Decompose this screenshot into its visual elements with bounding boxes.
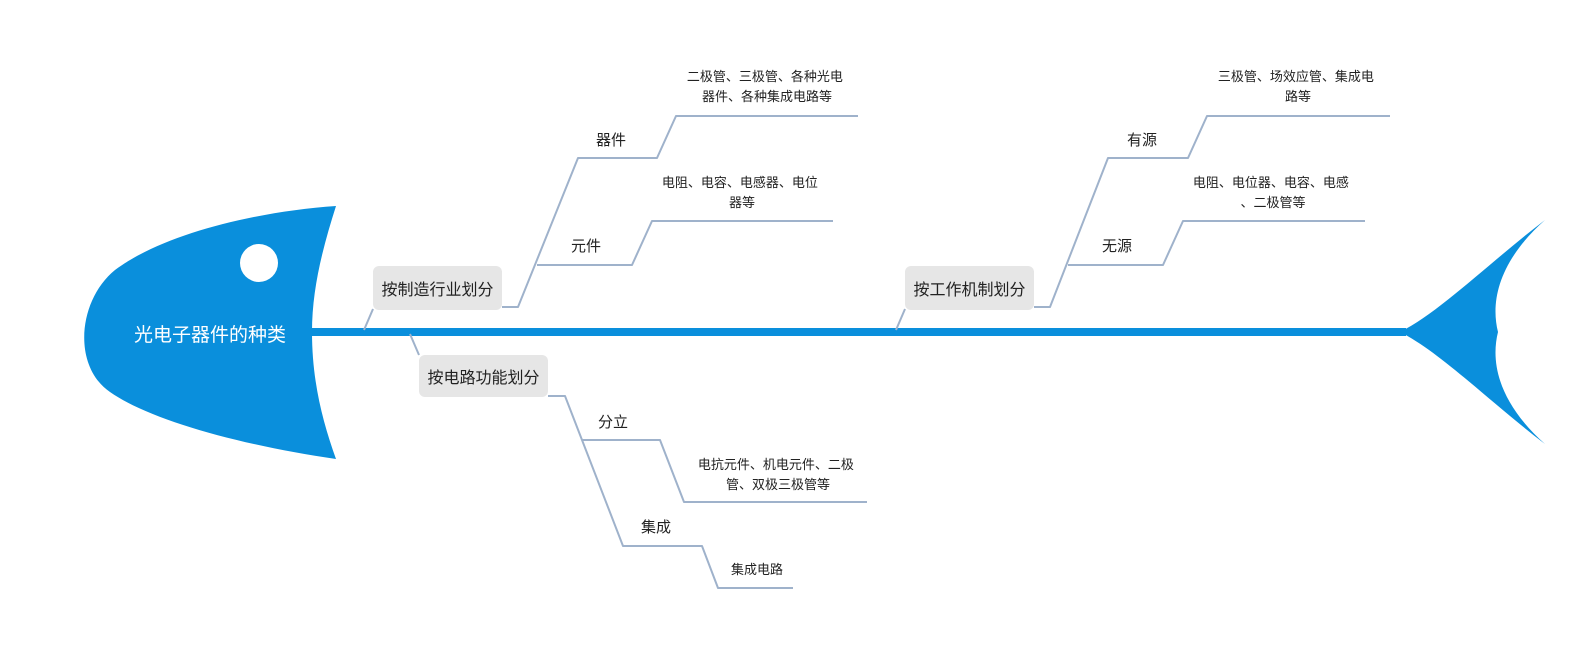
leaf-text-component: 电阻、电容、电感器、电位 器等	[662, 175, 822, 211]
leaf-text-passive: 电阻、电位器、电容、电感 、二极管等	[1193, 175, 1353, 211]
branch-line-discrete	[582, 439, 867, 503]
topic-label-mechanism: 按工作机制划分	[913, 280, 1025, 299]
leaf-text-device: 二极管、三极管、各种光电 器件、各种集成电路等	[687, 69, 847, 105]
leaf-text-integrated: 集成电路	[731, 562, 783, 578]
fish-eye	[240, 244, 278, 282]
topic-box-circuit[interactable]	[419, 355, 548, 397]
fish-spine	[300, 328, 1406, 336]
sub-label-discrete[interactable]: 分立	[598, 413, 628, 431]
fish-head-label: 光电子器件的种类	[134, 324, 286, 346]
leaf-text-discrete: 电抗元件、机电元件、二极 管、双极三极管等	[698, 458, 858, 493]
sub-label-passive[interactable]: 无源	[1102, 237, 1132, 255]
leaf-text-active: 三极管、场效应管、集成电 路等	[1218, 69, 1378, 105]
topic-label-circuit: 按电路功能划分	[427, 368, 539, 387]
fish-tail	[1400, 220, 1545, 444]
topic-box-manufacturing[interactable]	[373, 266, 502, 310]
branch-line-manufacturing	[363, 115, 858, 331]
sub-label-component[interactable]: 元件	[571, 237, 601, 255]
branch-line-component	[537, 220, 833, 266]
branch-line-mechanism	[895, 115, 1390, 331]
topic-label-manufacturing: 按制造行业划分	[381, 280, 493, 299]
sub-label-integrated[interactable]: 集成	[641, 518, 671, 536]
branch-line-circuit	[409, 333, 793, 589]
sub-label-active[interactable]: 有源	[1127, 131, 1157, 149]
branch-line-passive	[1068, 220, 1365, 266]
topic-box-mechanism[interactable]	[905, 266, 1034, 310]
sub-label-device[interactable]: 器件	[596, 131, 626, 149]
